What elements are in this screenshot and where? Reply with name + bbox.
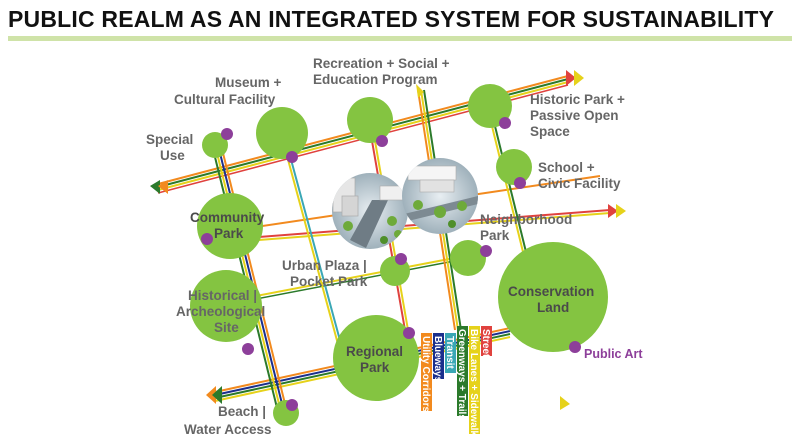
label-historic-park-line2: Passive Open [530, 108, 619, 123]
label-museum-line2: Cultural Facility [174, 92, 276, 107]
label-conservation-line2: Land [537, 300, 569, 315]
arrow-heads [150, 70, 626, 410]
facility-circles [190, 84, 608, 426]
label-historical-line1: Historical | [188, 288, 257, 303]
art-dot [286, 399, 298, 411]
page-title: PUBLIC REALM AS AN INTEGRATED SYSTEM FOR… [8, 6, 775, 32]
art-dot [286, 151, 298, 163]
label-recreation-line2: Education Program [313, 72, 438, 87]
label-community-park-line1: Community [190, 210, 265, 225]
line-right-vertical [487, 109, 529, 261]
label-neighborhood-park-line2: Park [480, 228, 510, 243]
art-dot [403, 327, 415, 339]
label-urban-plaza-line2: Pocket Park [290, 274, 368, 289]
art-dot [242, 343, 254, 355]
line-second-vertical [279, 129, 349, 371]
label-historic-park-line1: Historic Park + [530, 92, 625, 107]
legend-bike-lanes-sidewalks: Bike Lanes + Sidewalks [468, 329, 479, 442]
art-dot [376, 135, 388, 147]
legend-blueways: Blueways [432, 336, 443, 383]
label-conservation-line1: Conservation [508, 284, 594, 299]
facility-labels: Museum + Cultural Facility Recreation + … [146, 56, 643, 437]
label-school-line2: Civic Facility [538, 176, 621, 191]
legend-utility-corridors: Utility Corridors [420, 336, 431, 413]
label-beach-line2: Water Access [184, 422, 272, 437]
label-regional-park-line2: Park [360, 360, 390, 375]
label-regional-park-line1: Regional [346, 344, 403, 359]
label-special-use-line2: Use [160, 148, 185, 163]
art-dot [395, 253, 407, 265]
line-middle-horizontal [219, 209, 611, 244]
art-dot [499, 117, 511, 129]
art-dot [569, 341, 581, 353]
label-neighborhood-park-line1: Neighborhood [480, 212, 572, 227]
circle-museum [256, 107, 308, 159]
title-underline [8, 36, 792, 41]
label-school-line1: School + [538, 160, 595, 175]
circle-community-park [197, 193, 263, 259]
art-dot [221, 128, 233, 140]
label-community-park-line2: Park [214, 226, 244, 241]
label-recreation-line1: Recreation + Social + [313, 56, 450, 71]
art-dot [514, 177, 526, 189]
public-art-markers [201, 117, 581, 411]
legend-streets: Streets [480, 329, 491, 363]
label-historic-park-line3: Space [530, 124, 570, 139]
art-dot [201, 233, 213, 245]
label-beach-line1: Beach | [218, 404, 266, 419]
label-public-art: Public Art [584, 347, 643, 361]
label-museum-line1: Museum + [215, 75, 282, 90]
circle-recreation [347, 97, 393, 143]
circle-school [496, 149, 532, 185]
network-legend: Utility Corridors Blueways Transit Green… [420, 326, 492, 442]
city-illustration-right [402, 158, 478, 234]
circle-special-use [202, 132, 228, 158]
art-dot [480, 245, 492, 257]
label-historical-line3: Site [214, 320, 239, 335]
city-illustration-left [332, 173, 408, 249]
legend-transit: Transit [444, 336, 455, 369]
label-special-use-line1: Special [146, 132, 193, 147]
circle-historic-park [468, 84, 512, 128]
circle-historical-site [190, 270, 262, 342]
legend-greenways-trails: Greenways + Trails [456, 329, 467, 420]
label-historical-line2: Archeological [176, 304, 265, 319]
circle-conservation-land [498, 242, 608, 352]
line-mid-lower [234, 254, 471, 304]
circle-neighborhood-park [450, 240, 486, 276]
label-urban-plaza-line1: Urban Plaza | [282, 258, 367, 273]
circle-regional-park [333, 315, 419, 401]
